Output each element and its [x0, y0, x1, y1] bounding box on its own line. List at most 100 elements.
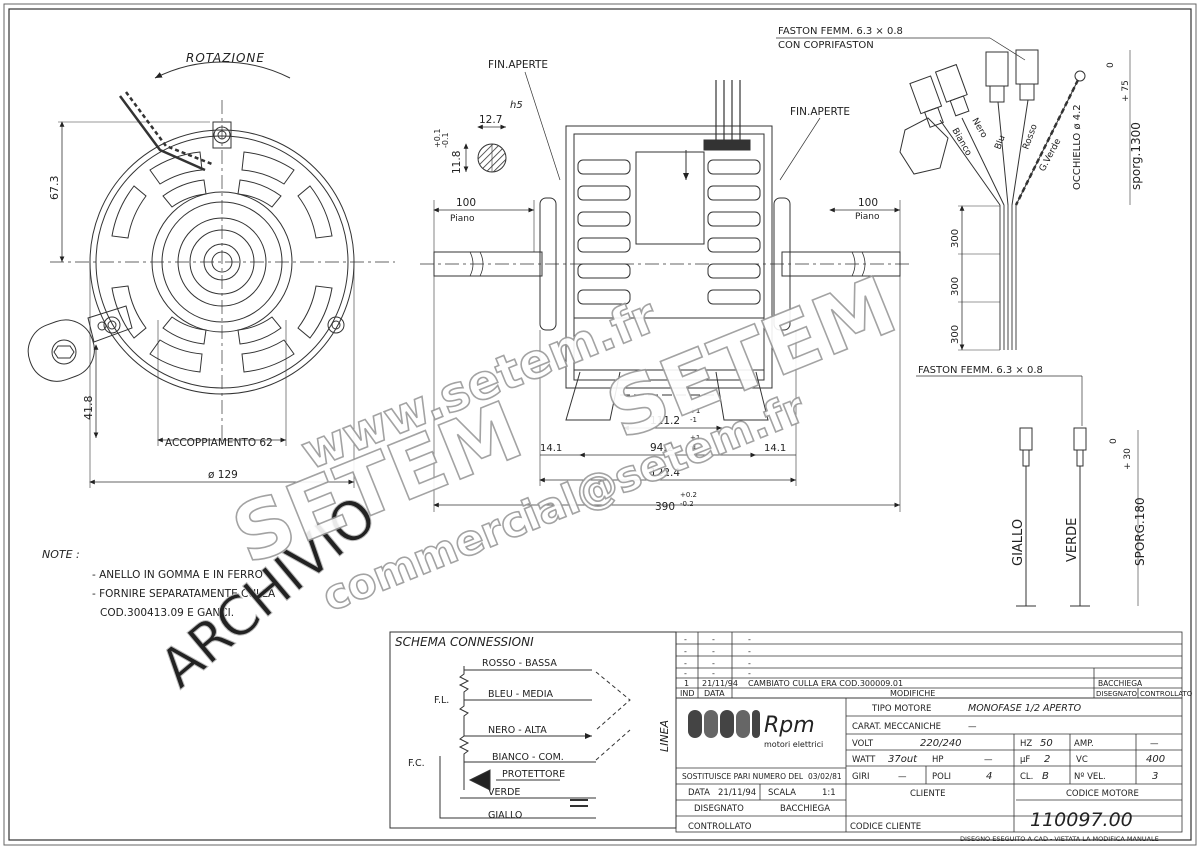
- rev-latest-by: BACCHIEGA: [1098, 679, 1143, 688]
- codice-cliente-label: CODICE CLIENTE: [850, 822, 921, 832]
- rev-header-ind: IND: [680, 689, 695, 698]
- rev-latest-date: 21/11/94: [702, 679, 738, 688]
- schema-title: SCHEMA CONNESSIONI: [395, 635, 534, 649]
- volt-label: VOLT: [852, 739, 874, 749]
- cable-detail: [776, 37, 1139, 607]
- faston-top-1: FASTON FEMM. 6.3 × 0.8: [778, 26, 903, 37]
- rev-r4-text: -: [748, 669, 751, 678]
- cl-value: B: [1042, 771, 1049, 782]
- faston-top-2: CON COPRIFASTON: [778, 40, 874, 51]
- rev-r4-ind: -: [684, 669, 687, 678]
- watt-label: WATT: [852, 755, 876, 765]
- rev-header-data: DATA: [704, 689, 725, 698]
- sporg-1300-tol-top: + 75: [1121, 80, 1131, 102]
- shaft-tolerance: h5: [510, 100, 523, 111]
- wire-label-2: Nero: [969, 117, 989, 141]
- notes-line-3: COD.300413.09 E GANCI.: [100, 607, 234, 619]
- dim-height: 67.3: [48, 176, 61, 201]
- notes-line-1: - ANELLO IN GOMMA E IN FERRO: [92, 569, 263, 581]
- faston-bottom: FASTON FEMM. 6.3 × 0.8: [918, 365, 1043, 376]
- schema-bianco: BIANCO - COM.: [492, 752, 564, 763]
- watt-value: 37out: [888, 754, 918, 765]
- disegnato-label: DISEGNATO: [694, 804, 744, 814]
- nvel-label: Nº VEL.: [1074, 772, 1106, 782]
- volt-value: 220/240: [920, 738, 962, 749]
- data-value: 21/11/94: [718, 788, 756, 798]
- rpm-logo: [688, 710, 760, 738]
- hp-value: —: [984, 755, 993, 765]
- controllato-label: CONTROLLATO: [688, 822, 752, 832]
- carat-label: CARAT. MECCANICHE: [852, 722, 941, 732]
- hp-label: HP: [932, 755, 944, 765]
- rev-r1-ind: -: [684, 635, 687, 644]
- scala-value: 1:1: [822, 788, 836, 798]
- schema-fl: F.L.: [434, 695, 449, 706]
- rotation-label: ROTAZIONE: [186, 51, 265, 65]
- amp-value: —: [1150, 739, 1159, 749]
- vc-value: 400: [1146, 754, 1165, 765]
- sporg-1300-prefix: sporg.1300: [1129, 122, 1143, 190]
- dim-94-tol-bottom: -1: [690, 443, 697, 451]
- fin-open-left: FIN.APERTE: [488, 59, 548, 71]
- logo-text: Rpm: [764, 713, 815, 738]
- schema-nero: NERO - ALTA: [488, 725, 547, 736]
- rev-r2-ind: -: [684, 647, 687, 656]
- flat-right: Piano: [855, 212, 880, 222]
- tipo-motore-value: MONOFASE 1/2 APERTO: [968, 703, 1082, 714]
- dim-side: 41.8: [82, 396, 95, 421]
- notes-title: NOTE :: [42, 548, 80, 561]
- cliente-label: CLIENTE: [910, 789, 945, 799]
- connection-schema: [389, 631, 677, 829]
- key-tol-bottom: -0.1: [441, 132, 450, 148]
- schema-fc: F.C.: [408, 758, 425, 769]
- uf-value: 2: [1044, 754, 1050, 765]
- giri-label: GIRI: [852, 772, 870, 782]
- title-block: [675, 697, 1183, 833]
- sporg-180-tol-bottom: 0: [1109, 438, 1119, 444]
- shaft-len-right: 100: [858, 197, 878, 209]
- wire-label-3: Blu: [993, 134, 1007, 151]
- tipo-motore-label: TIPO MOTORE: [871, 704, 931, 714]
- dim-390: 390: [655, 501, 675, 513]
- giri-value: —: [898, 772, 907, 782]
- schema-protettore: PROTETTORE: [502, 769, 565, 780]
- poli-value: 4: [986, 771, 992, 782]
- sporg-1300-tol-bottom: 0: [1106, 62, 1116, 68]
- dim-390-tol-bottom: -0.2: [680, 500, 694, 508]
- len-b: 300: [950, 277, 961, 296]
- rev-r3-date: -: [712, 659, 715, 668]
- disegnato-value: BACCHIEGA: [780, 804, 830, 814]
- side-view: [420, 71, 910, 512]
- rev-header-disegnato: DISEGNATO: [1096, 690, 1138, 698]
- cad-footer: DISEGNO ESEGUITO A CAD - VIETATA LA MODI…: [960, 835, 1159, 843]
- flat-left: Piano: [450, 214, 475, 224]
- amp-label: AMP.: [1074, 739, 1094, 749]
- wire-giallo: GIALLO: [1011, 519, 1026, 566]
- front-view: [27, 61, 395, 488]
- notes-line-2: - FORNIRE SEPARATAMENTE CULLA: [92, 588, 276, 600]
- dim-111: 111.2: [650, 415, 680, 427]
- sostituisce-label: SOSTITUISCE PARI NUMERO DEL: [682, 772, 804, 781]
- key-height: 11.8: [451, 151, 463, 174]
- dim-111-tol-top: +1: [690, 407, 700, 415]
- len-a: 300: [950, 229, 961, 248]
- rev-r3-ind: -: [684, 659, 687, 668]
- hz-value: 50: [1040, 738, 1053, 749]
- wire-label-1: Bianco: [949, 127, 973, 159]
- vc-label: VC: [1076, 755, 1088, 765]
- dim-390-tol-top: +0.2: [680, 491, 697, 499]
- scala-label: SCALA: [768, 788, 796, 798]
- rev-r4-date: -: [712, 669, 715, 678]
- nvel-value: 3: [1152, 771, 1158, 782]
- key-width: 12.7: [479, 114, 502, 126]
- logo-sub: motori elettrici: [764, 740, 823, 749]
- poli-label: POLI: [932, 772, 951, 782]
- codice-motore-value: 110097.00: [1030, 809, 1133, 831]
- rev-r1-text: -: [748, 635, 751, 644]
- key-tol-top: +0.1: [433, 129, 442, 148]
- rev-r1-date: -: [712, 635, 715, 644]
- data-label: DATA: [688, 788, 710, 798]
- dim-94-tol-top: +1: [690, 434, 700, 442]
- carat-value: —: [968, 722, 977, 732]
